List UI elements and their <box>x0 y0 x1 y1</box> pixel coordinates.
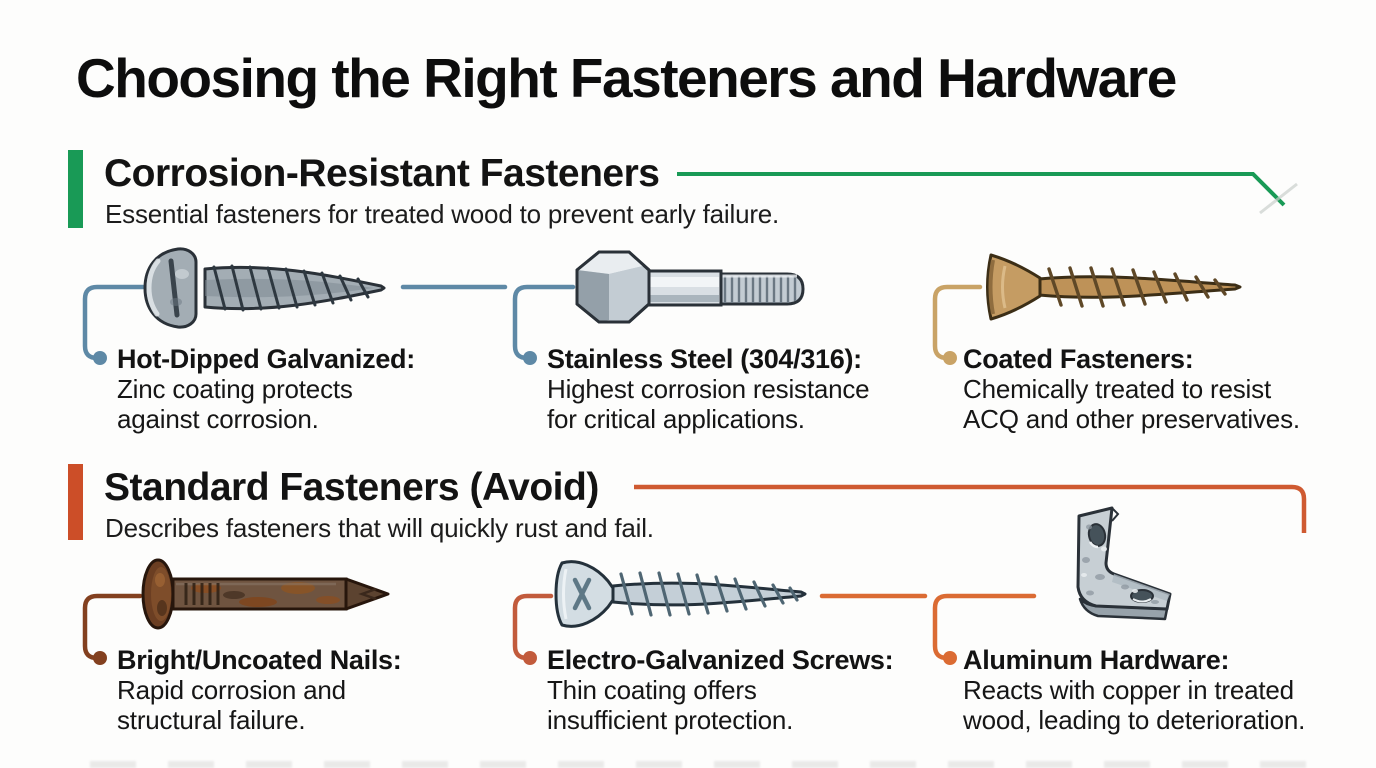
electro-galvanized-screw-image <box>554 560 807 628</box>
item-desc-line1: Thin coating offers <box>547 675 757 705</box>
item-label: Hot-Dipped Galvanized: <box>117 344 415 374</box>
section2-accent-line <box>634 484 1307 533</box>
item-desc-line2: structural failure. <box>117 705 306 735</box>
item-label: Stainless Steel (304/316): <box>547 344 862 374</box>
hot-dipped-galvanized-screw-image <box>143 247 386 329</box>
item-desc-line1: Rapid corrosion and <box>117 675 346 705</box>
stainless-hex-bolt-image <box>575 250 805 324</box>
aluminum-angle-bracket-image <box>1076 506 1172 621</box>
item-label: Bright/Uncoated Nails: <box>117 645 402 675</box>
item-desc-line2: for critical applications. <box>547 404 805 434</box>
section2-subheading: Describes fasteners that will quickly ru… <box>105 513 654 543</box>
item-desc-line1: Chemically treated to resist <box>963 374 1271 404</box>
item-desc-line1: Highest corrosion resistance <box>547 374 870 404</box>
item-desc-line1: Reacts with copper in treated <box>963 675 1294 705</box>
item-label: Coated Fasteners: <box>963 344 1194 374</box>
fastener-item-coated-fasteners: Coated Fasteners: Chemically treated to … <box>963 344 1300 434</box>
fastener-item-stainless-steel: Stainless Steel (304/316): Highest corro… <box>547 344 877 434</box>
section1-accent-bar <box>68 150 83 228</box>
section2-heading: Standard Fasteners (Avoid) <box>104 466 599 509</box>
bullet-dot <box>523 351 537 365</box>
fastener-item-hot-dipped-galvanized: Hot-Dipped Galvanized: Zinc coating prot… <box>117 344 447 434</box>
page-title: Choosing the Right Fasteners and Hardwar… <box>76 47 1177 109</box>
rusty-nail-image <box>141 558 390 630</box>
item-desc-line2: against corrosion. <box>117 404 319 434</box>
item-label: Aluminum Hardware: <box>963 645 1230 675</box>
fastener-item-electro-galvanized-screws: Electro-Galvanized Screws: Thin coating … <box>547 645 894 735</box>
item-desc-line1: Zinc coating protects <box>117 374 353 404</box>
bullet-dot <box>943 351 957 365</box>
bullet-dot <box>523 651 537 665</box>
item-label: Electro-Galvanized Screws: <box>547 645 894 675</box>
item-desc-line2: wood, leading to deterioration. <box>963 705 1306 735</box>
bullet-dot <box>93 351 107 365</box>
bottom-cutoff-text-strip <box>90 761 1320 768</box>
connector-row2-item2 <box>512 593 554 665</box>
item-desc-line2: ACQ and other preservatives. <box>963 404 1300 434</box>
fastener-item-aluminum-hardware: Aluminum Hardware: Reacts with copper in… <box>963 645 1306 735</box>
item-desc-line2: insufficient protection. <box>547 705 794 735</box>
section2-accent-bar <box>68 464 83 540</box>
fastener-item-bright-uncoated-nails: Bright/Uncoated Nails: Rapid corrosion a… <box>117 645 447 735</box>
bullet-dot <box>943 651 957 665</box>
section1-heading: Corrosion-Resistant Fasteners <box>104 152 660 195</box>
section1-subheading: Essential fasteners for treated wood to … <box>105 199 780 229</box>
coated-deck-screw-image <box>986 253 1242 321</box>
bullet-dot <box>93 651 107 665</box>
